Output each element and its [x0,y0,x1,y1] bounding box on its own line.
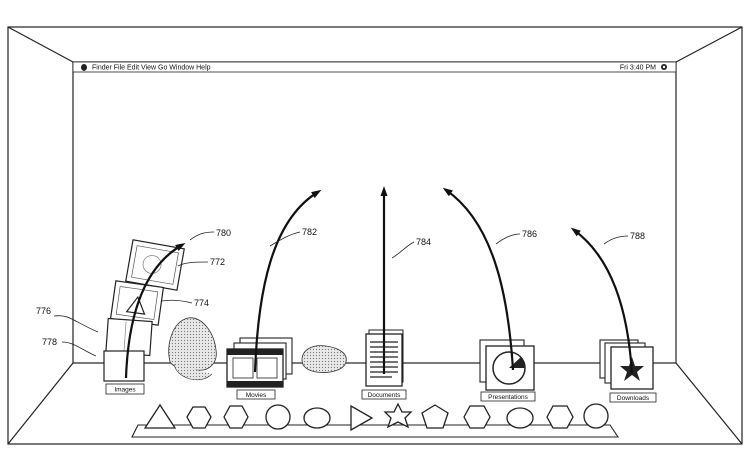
presentations-label: Presentations [488,394,528,401]
spotlight-icon[interactable] [661,64,667,70]
dock-item-hexagon-2[interactable] [223,405,249,429]
ref-780: 780 [216,228,231,238]
menu-bar-background [72,61,677,73]
dock-item-ellipse-2[interactable] [506,407,534,429]
leader-lines [53,231,629,357]
edge-bottom-left [7,362,74,445]
ref-774: 774 [194,298,209,308]
dock-item-ellipse-1[interactable] [303,407,331,429]
edge-bottom-right [675,362,743,445]
ref-788: 788 [630,231,645,241]
ref-786: 786 [522,229,537,239]
dotted-blob-left [168,317,217,381]
outer-frame [7,26,743,445]
ref-782: 782 [302,227,317,237]
arrow-downloads [570,227,634,375]
presentations-stack[interactable]: Presentations [479,339,536,402]
dock-item-hexagon-3[interactable] [463,405,491,429]
ref-776: 776 [36,306,51,316]
ref-784: 784 [416,237,431,247]
dock-item-circle-2[interactable] [583,403,609,429]
movies-label: Movies [246,392,267,399]
dotted-blob-right [301,345,347,373]
back-wall [72,61,677,364]
stack-item-base [103,350,145,382]
dock-item-play[interactable] [350,404,374,432]
stack-item-top [125,239,185,291]
dock-shelf [131,424,620,438]
dock-item-triangle[interactable] [143,403,177,429]
reference-numerals: 780 772 774 782 784 786 788 776 778 [36,227,645,347]
downloads-label: Downloads [617,395,650,402]
ref-772: 772 [210,257,225,267]
arrow-movies [253,189,322,373]
dock-item-circle-1[interactable] [265,404,291,430]
arrow-presentations [442,187,515,371]
motion-arrows [124,186,634,379]
dock-item-hexagon-1[interactable] [186,406,212,429]
menu-clock[interactable]: Fri 3:40 PM [620,65,656,72]
arrow-images [124,243,186,379]
images-stack[interactable]: Images [103,239,185,395]
edge-top-right [675,26,743,63]
apple-icon[interactable] [81,64,87,71]
menu-bar: Finder File Edit View Go Window Help Fri… [72,61,677,73]
ref-778: 778 [42,337,57,347]
dock-item-pentagon[interactable] [421,404,449,429]
images-label-box [105,383,145,395]
dock-item-star[interactable] [383,402,413,429]
edge-top-left [7,26,74,63]
documents-label: Documents [368,392,402,399]
dock [131,402,620,438]
movies-stack[interactable]: Movies [226,337,293,400]
menu-items[interactable]: Finder File Edit View Go Window Help [92,65,211,72]
downloads-stack[interactable]: Downloads [599,339,657,403]
images-label: Images [114,387,136,394]
dock-item-hexagon-4[interactable] [546,405,574,429]
